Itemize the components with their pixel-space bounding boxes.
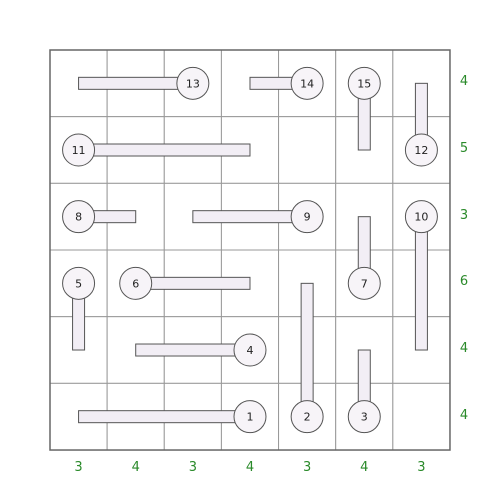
piece-bar bbox=[78, 76, 194, 90]
piece[interactable]: 1 bbox=[78, 400, 267, 434]
grid-cells bbox=[49, 49, 451, 451]
piece-circle[interactable] bbox=[404, 200, 438, 234]
piece-bar bbox=[192, 210, 308, 224]
piece-circle[interactable] bbox=[176, 66, 210, 100]
piece-number: 13 bbox=[186, 77, 200, 90]
column-clue: 4 bbox=[245, 460, 255, 475]
piece-circle[interactable] bbox=[347, 400, 381, 434]
piece[interactable]: 8 bbox=[62, 200, 137, 234]
row-clue: 5 bbox=[459, 141, 469, 156]
piece-bar bbox=[78, 143, 251, 157]
row-clue: 3 bbox=[459, 207, 469, 223]
piece[interactable]: 12 bbox=[404, 82, 438, 167]
piece-circle[interactable] bbox=[62, 266, 96, 300]
piece[interactable]: 15 bbox=[347, 66, 381, 151]
row-clue: 4 bbox=[459, 74, 469, 90]
column-clue: 3 bbox=[302, 460, 312, 475]
piece-circle[interactable] bbox=[62, 133, 96, 167]
piece-bar bbox=[135, 276, 251, 290]
piece-number: 10 bbox=[414, 211, 428, 224]
piece[interactable]: 5 bbox=[62, 266, 96, 351]
piece-number: 3 bbox=[361, 411, 368, 424]
piece[interactable]: 2 bbox=[290, 282, 324, 434]
piece-circle[interactable] bbox=[347, 266, 381, 300]
piece[interactable]: 11 bbox=[62, 133, 251, 167]
piece-number: 4 bbox=[246, 344, 253, 357]
piece-circle[interactable] bbox=[290, 200, 324, 234]
piece[interactable]: 4 bbox=[135, 333, 267, 367]
piece-circle[interactable] bbox=[62, 200, 96, 234]
piece-number: 11 bbox=[72, 144, 86, 157]
piece-number: 5 bbox=[75, 277, 82, 290]
grid-cell[interactable] bbox=[278, 116, 337, 184]
grid-border bbox=[49, 49, 451, 451]
piece-number: 9 bbox=[304, 211, 311, 224]
piece-circle[interactable] bbox=[233, 333, 267, 367]
piece-bar bbox=[414, 216, 428, 351]
piece-circle[interactable] bbox=[290, 400, 324, 434]
piece-circle[interactable] bbox=[404, 133, 438, 167]
piece-bar bbox=[135, 343, 251, 357]
piece-number: 7 bbox=[361, 277, 368, 290]
piece-circle[interactable] bbox=[347, 66, 381, 100]
column-clue: 4 bbox=[131, 460, 140, 475]
column-clue: 4 bbox=[360, 460, 369, 475]
piece[interactable]: 7 bbox=[347, 216, 381, 300]
piece-bar bbox=[300, 282, 314, 418]
piece-number: 12 bbox=[414, 144, 428, 157]
row-clue: 4 bbox=[459, 407, 469, 423]
piece-number: 14 bbox=[300, 77, 314, 90]
piece-number: 15 bbox=[357, 77, 371, 90]
piece[interactable]: 13 bbox=[78, 66, 210, 100]
piece-number: 8 bbox=[75, 211, 82, 224]
row-clue: 6 bbox=[459, 274, 469, 290]
piece-number: 1 bbox=[246, 411, 253, 424]
piece[interactable]: 9 bbox=[192, 200, 324, 234]
column-clue: 3 bbox=[417, 460, 426, 475]
piece-number: 6 bbox=[132, 277, 139, 290]
grid-cell[interactable] bbox=[392, 382, 451, 451]
column-clue: 3 bbox=[188, 460, 197, 475]
piece-circle[interactable] bbox=[119, 266, 153, 300]
column-clue: 3 bbox=[74, 460, 83, 475]
piece-bar bbox=[78, 410, 251, 424]
piece[interactable]: 3 bbox=[347, 349, 381, 434]
row-clue: 4 bbox=[459, 341, 469, 356]
piece-circle[interactable] bbox=[233, 400, 267, 434]
piece[interactable]: 14 bbox=[249, 66, 324, 100]
piece-number: 2 bbox=[304, 411, 311, 424]
piece-circle[interactable] bbox=[290, 66, 324, 100]
piece[interactable]: 6 bbox=[119, 266, 251, 300]
piece[interactable]: 10 bbox=[404, 200, 438, 351]
